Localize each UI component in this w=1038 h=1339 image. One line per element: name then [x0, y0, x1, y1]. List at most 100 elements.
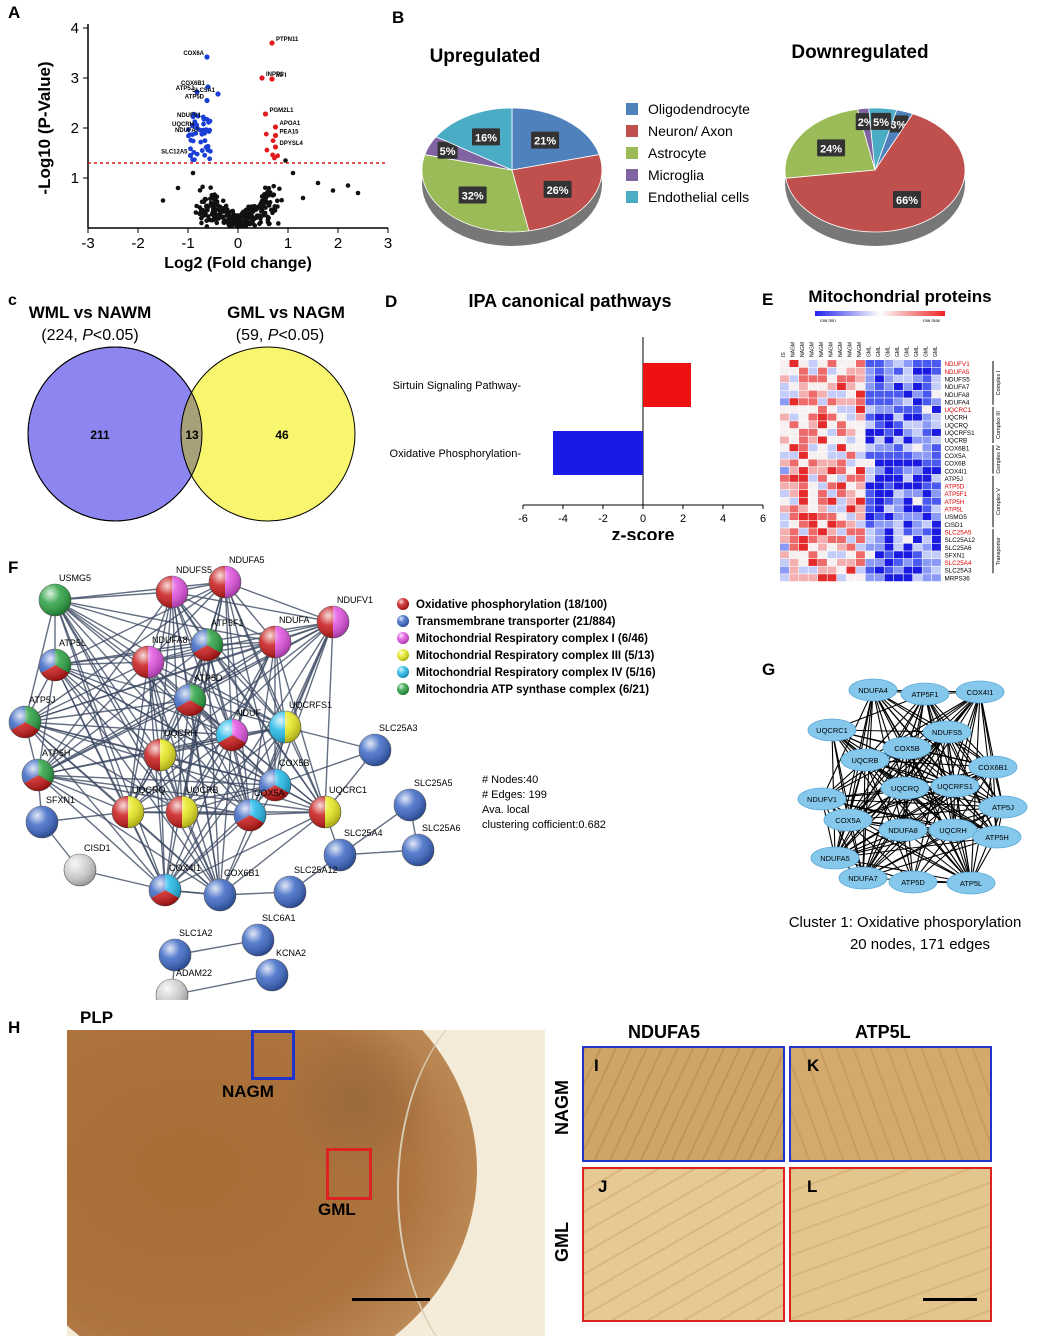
data-point	[197, 188, 203, 193]
row-label: SLC25A12	[945, 537, 976, 544]
heatmap-cell	[780, 405, 789, 413]
row-label: NDUFS5	[945, 376, 971, 383]
network-node-label: UQCRC1	[329, 785, 367, 795]
heatmap-cell	[932, 513, 941, 521]
row-label: ATP5L	[945, 507, 964, 514]
row-label: SFXN1	[945, 552, 966, 559]
heatmap-cell	[799, 436, 808, 444]
network-node-shine	[166, 796, 198, 828]
heatmap-cell	[799, 413, 808, 421]
heatmap-cell	[932, 566, 941, 574]
scale-max-label: row max	[923, 318, 941, 323]
data-point-down	[203, 144, 209, 150]
cluster-node	[978, 795, 1028, 819]
data-point	[199, 215, 204, 221]
heatmap-cell	[875, 360, 884, 368]
data-point	[230, 209, 236, 214]
pie-label-bg	[458, 186, 487, 204]
heatmap-cell	[865, 505, 875, 513]
heatmap-cell	[789, 574, 799, 582]
network-node-label: NDUFA5	[229, 555, 265, 565]
heatmap-cell	[846, 574, 856, 582]
data-point	[216, 212, 222, 218]
heatmap-cell	[903, 558, 913, 566]
heatmap-cell	[932, 436, 941, 444]
heatmap-cell	[789, 497, 799, 505]
panel-label-b: B	[392, 8, 405, 27]
pie-label-bg	[531, 131, 560, 149]
heatmap-cell	[808, 428, 818, 436]
data-point	[265, 189, 270, 195]
heatmap-cell	[780, 505, 789, 513]
network-edge	[37, 774, 251, 816]
venn-right-circle	[180, 346, 356, 522]
cluster-node-label: UQCRB	[851, 756, 878, 765]
x-axis-title: z-score	[611, 525, 674, 540]
data-point-down	[190, 123, 195, 128]
point-label: ATP5D	[185, 95, 205, 101]
heatmap-cell	[894, 375, 903, 383]
heatmap-cell	[865, 444, 875, 452]
x-tick-label: -6	[518, 513, 528, 525]
cluster-node	[810, 846, 860, 870]
gml-label: GML	[318, 1200, 356, 1219]
labeled-point	[204, 97, 210, 104]
heatmap-cell	[865, 535, 875, 543]
heatmap-cell	[818, 482, 827, 490]
heatmap-cell	[922, 405, 932, 413]
heatmap-cell	[799, 428, 808, 436]
row-label: CISD1	[945, 522, 964, 529]
network-edge	[224, 581, 251, 816]
network-node-label: NDUF	[236, 708, 261, 718]
network-node-label: UQCRQ	[132, 785, 166, 795]
data-point	[254, 215, 259, 220]
data-point	[290, 170, 296, 176]
y-tick-label: 3	[71, 70, 79, 87]
heatmap-cell	[799, 513, 808, 521]
heatmap-cell	[808, 360, 818, 368]
network-edge	[189, 641, 276, 701]
venn-overlap-count: 13	[185, 428, 199, 442]
data-point	[255, 204, 261, 210]
heatmap-cell	[789, 382, 799, 390]
panel-label-k: K	[807, 1056, 820, 1075]
column-label: GML	[905, 346, 911, 357]
pie-title: Downregulated	[791, 42, 928, 63]
heatmap-cell	[789, 390, 799, 398]
heatmap-cell	[894, 444, 903, 452]
heatmap-cell	[827, 398, 837, 406]
data-point-up	[270, 152, 276, 158]
data-point	[355, 190, 361, 196]
data-point	[160, 198, 166, 203]
heatmap-cell	[875, 382, 884, 390]
heatmap-cell	[903, 482, 913, 490]
heatmap-cell	[846, 367, 856, 375]
network-node-label: SLC25A12	[294, 865, 338, 875]
network-edge	[127, 734, 233, 813]
heatmap-cell	[789, 375, 799, 383]
heatmap-cell	[808, 505, 818, 513]
venn-right-count: (59, P<0.05)	[236, 327, 325, 344]
heatmap-cell	[827, 528, 837, 536]
pie-label-bg	[437, 141, 458, 159]
cluster-node-label: COX4I1	[967, 688, 994, 697]
heatmap-cell	[875, 497, 884, 505]
data-point-down	[194, 151, 200, 157]
cluster-edge	[862, 689, 874, 879]
network-node-label: SLC1A2	[179, 928, 213, 938]
heatmap-cell	[818, 535, 827, 543]
heatmap-cell	[780, 528, 789, 536]
network-node-label: ATP5L	[59, 638, 86, 648]
heatmap-cell	[799, 574, 808, 582]
heatmap-cell	[932, 390, 941, 398]
group-label: Transporter	[996, 537, 1002, 565]
network-node-shine	[9, 706, 41, 738]
heatmap-cell	[837, 367, 846, 375]
cluster-edge	[847, 819, 972, 884]
legend-swatch	[626, 169, 638, 181]
heatmap-cell	[884, 398, 894, 406]
network-edge	[147, 621, 334, 663]
heatmap-cell	[789, 551, 799, 559]
heatmap-cell	[932, 451, 941, 459]
heatmap-cell	[780, 543, 789, 551]
